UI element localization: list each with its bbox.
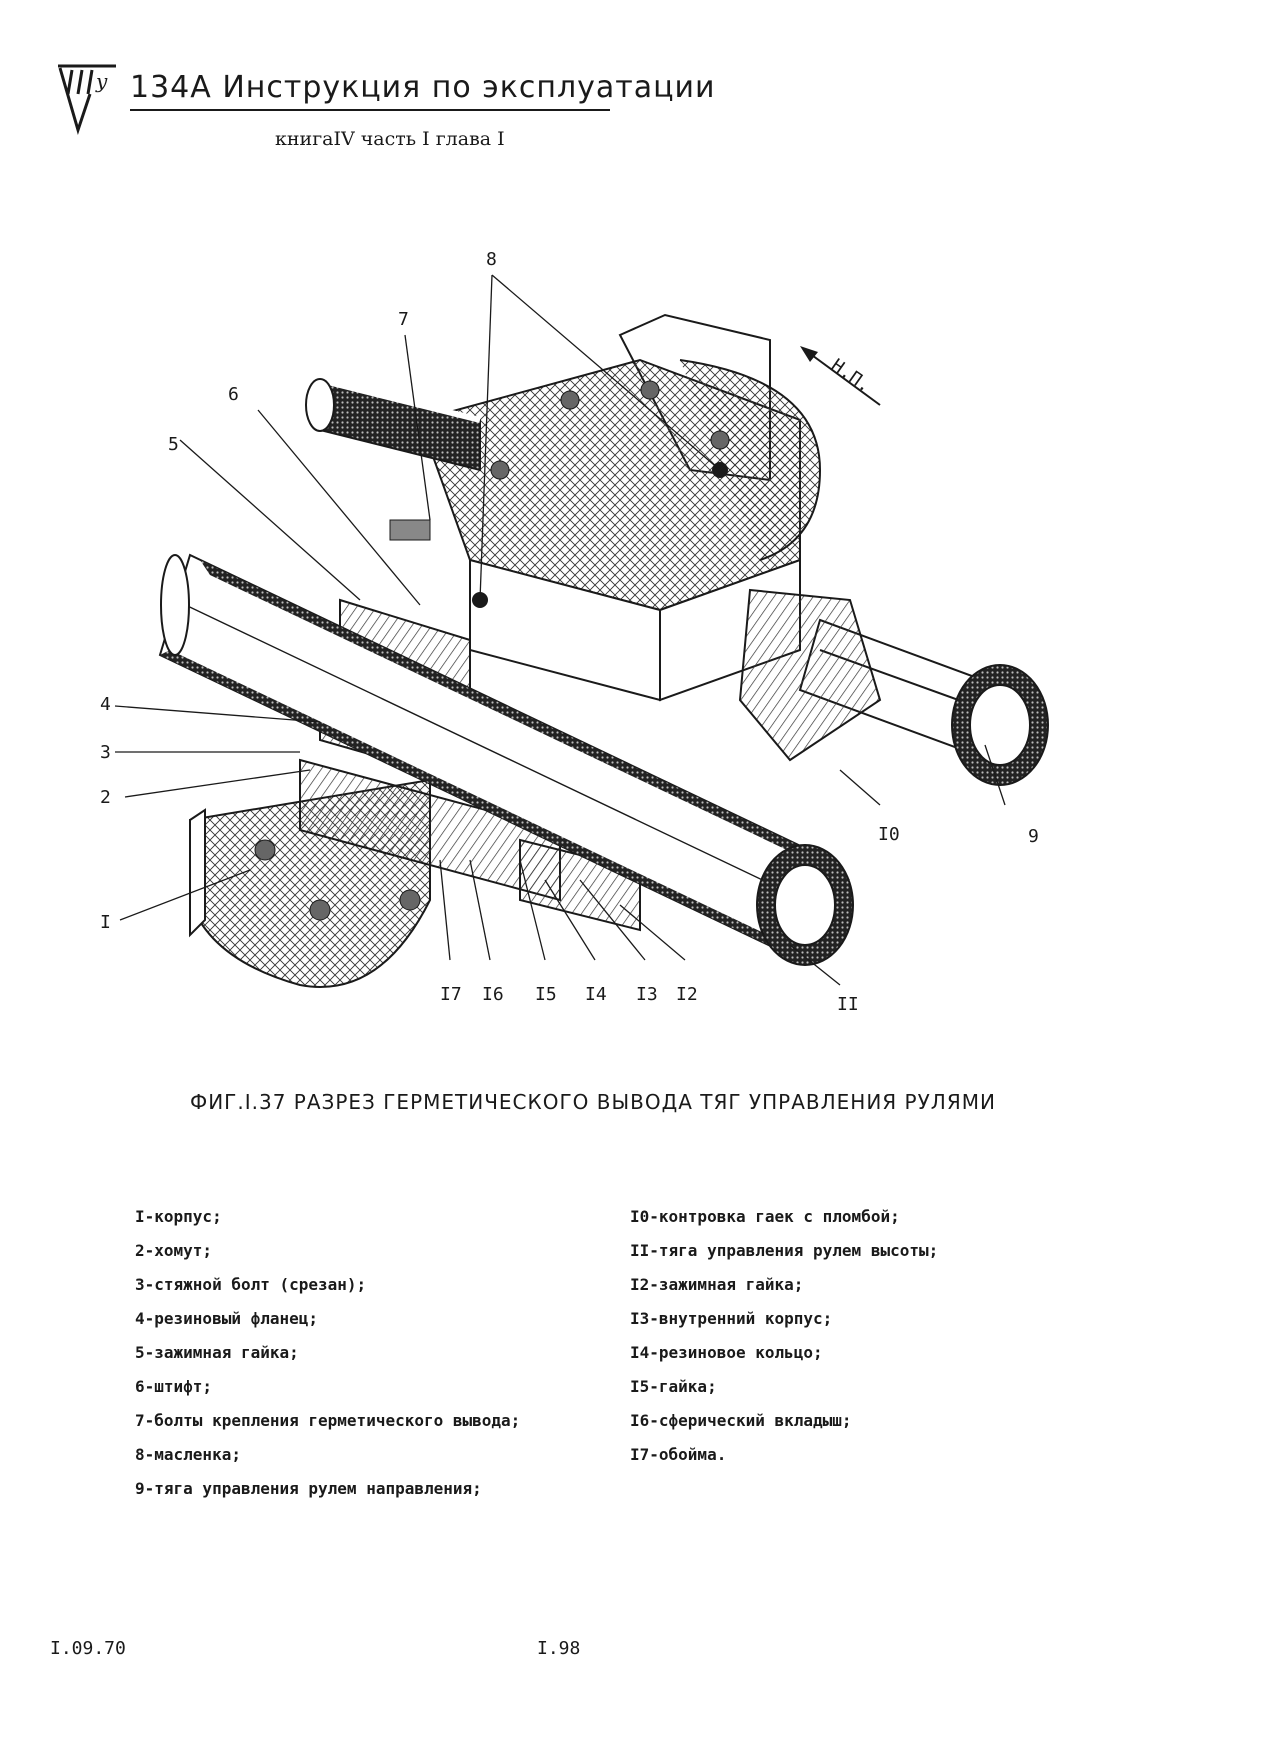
- legend-item: 8-масленка;: [135, 1445, 241, 1464]
- callout-6: 6: [228, 384, 239, 405]
- direction-arrow: Н.П.: [800, 346, 881, 406]
- manufacturer-logo: y: [58, 64, 116, 136]
- legend-item: II-тяга управления рулем высоты;: [630, 1241, 939, 1260]
- legend-item: I6-сферический вкладыш;: [630, 1411, 852, 1430]
- callout-2: 2: [100, 787, 111, 808]
- legend-item: 6-штифт;: [135, 1377, 213, 1396]
- legend-item: I3-внутренний корпус;: [630, 1309, 833, 1328]
- callout-1: I: [100, 912, 111, 933]
- callout-12: I2: [676, 984, 698, 1005]
- housing-body: [418, 358, 822, 702]
- legend-item: I5-гайка;: [630, 1377, 717, 1396]
- legend-item: 3-стяжной болт (срезан);: [135, 1275, 367, 1294]
- callout-16: I6: [482, 984, 504, 1005]
- callout-5: 5: [168, 434, 179, 455]
- legend-item: I7-обойма.: [630, 1445, 727, 1464]
- legend-left-column: I-корпус; 2-хомут; 3-стяжной болт (среза…: [135, 1200, 520, 1506]
- elevator-rod-11: [158, 553, 854, 966]
- direction-label: Н.П.: [827, 355, 875, 397]
- callout-11: II: [837, 994, 859, 1015]
- legend-right-column: I0-контровка гаек с пломбой; II-тяга упр…: [630, 1200, 938, 1472]
- callout-14: I4: [585, 984, 607, 1005]
- callout-3: 3: [100, 742, 111, 763]
- legend-item: 7-болты крепления герметического вывода;: [135, 1411, 521, 1430]
- callout-4: 4: [100, 694, 111, 715]
- svg-text:y: y: [95, 69, 108, 93]
- legend-item: 4-резиновый фланец;: [135, 1309, 319, 1328]
- legend-item: 2-хомут;: [135, 1241, 213, 1260]
- callout-9: 9: [1028, 826, 1039, 847]
- footer-date: I.09.70: [50, 1638, 126, 1659]
- callout-10: I0: [878, 824, 900, 845]
- figure-caption: ФИГ.I.37 РАЗРЕЗ ГЕРМЕТИЧЕСКОГО ВЫВОДА ТЯ…: [190, 1090, 996, 1114]
- legend-item: I4-резиновое кольцо;: [630, 1343, 823, 1362]
- callout-17: I7: [440, 984, 462, 1005]
- legend-item: I0-контровка гаек с пломбой;: [630, 1207, 900, 1226]
- legend-item: 9-тяга управления рулем направления;: [135, 1479, 482, 1498]
- callout-8: 8: [486, 249, 497, 270]
- callout-15: I5: [535, 984, 557, 1005]
- callout-7: 7: [398, 309, 409, 330]
- legend-item: I2-зажимная гайка;: [630, 1275, 804, 1294]
- technical-drawing: Н.П. I 2 3 4 5 6 7 8 9 I0 II I2 I3 I4 I5…: [100, 249, 1049, 1015]
- legend-item: I-корпус;: [135, 1207, 222, 1226]
- page-number: I.98: [537, 1638, 581, 1659]
- legend-item: 5-зажимная гайка;: [135, 1343, 299, 1362]
- callout-13: I3: [636, 984, 658, 1005]
- document-subtitle: книгаIV часть I глава I: [275, 128, 505, 150]
